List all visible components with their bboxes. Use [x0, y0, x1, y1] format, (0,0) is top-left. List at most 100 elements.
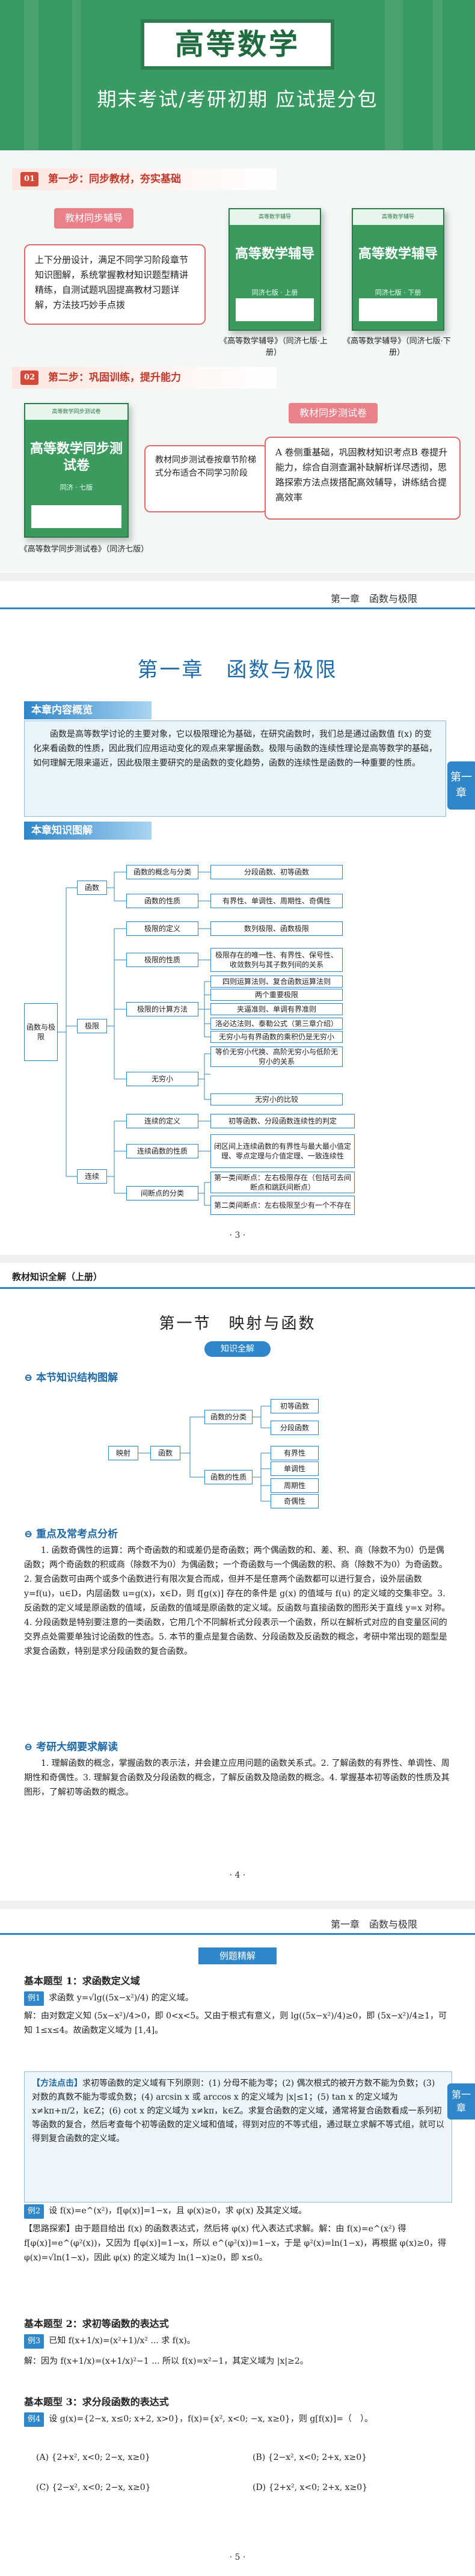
guide-description: 上下分册设计，满足不同学习阶段章节知识图解，系统掌握教材知识题型精讲精练，自测试… — [24, 244, 206, 325]
chapter-mind-map: 函数与极限 函数 极限 连续 函数的概念与分类 函数的性质 分段函数、初等函数 … — [24, 846, 445, 1219]
subheading-requirements-text: 考研大纲要求解读 — [36, 1741, 118, 1753]
book3-cover-panel — [31, 505, 121, 528]
book2-top: 高等数学辅导 — [353, 209, 443, 225]
map-branch-limit: 极限 — [77, 1019, 107, 1033]
example4-text: 设 g(x)={2−x, x≤0; x+2, x>0}，f(x)={x², x<… — [49, 2414, 373, 2424]
tag-textbook-guide: 教材同步辅导 — [54, 208, 134, 229]
step1-ribbon: 01 第一步：同步教材，夯实基础 — [12, 168, 277, 190]
page-divider-1 — [0, 573, 475, 581]
map-leaf: 夹逼准则、单调有界准则 — [210, 1003, 343, 1015]
step2-number: 02 — [20, 370, 38, 385]
page4-header-rule — [0, 1287, 475, 1289]
subheading-structure-text: 本节知识结构图解 — [36, 1372, 118, 1384]
type3-heading: 基本题型 3：求分段函数的表达式 — [24, 2396, 169, 2408]
test-points: A 卷侧重基础，巩固教材知识考点B 卷提升能力，综合自测查漏补缺解析详尽透彻，思… — [265, 437, 461, 520]
map-branch-function: 函数 — [77, 881, 107, 895]
page-divider-2 — [0, 1255, 475, 1263]
page4-number: · 4 · — [229, 1871, 246, 1880]
step1-label: 第一步：同步教材，夯实基础 — [48, 173, 181, 185]
option-a: (A) {2+x², x<0; 2−x, x≥0} — [36, 2453, 151, 2462]
book1-cover-panel — [236, 298, 314, 321]
subheading-analysis: ⊖ 重点及常考点分析 — [24, 1525, 118, 1540]
section-map: 映射 函数 函数的分类 函数的性质 初等函数 分段函数 有界性 单调性 周期性 … — [108, 1393, 361, 1513]
map-leaf: 洛必达法则、泰勒公式（第三章介绍） — [210, 1018, 343, 1030]
map-leaf: 有界性、单调性、周期性、奇偶性 — [210, 894, 343, 908]
example3-text: 已知 f(x+1/x)=(x²+1)/x² ... 求 f(x)。 — [49, 2336, 195, 2346]
section-map-connectors — [138, 1406, 271, 1502]
map-leaf: 等价无穷小代换、高阶无穷小与低阶无穷小的关系 — [210, 1047, 343, 1067]
page-3: 第一章 函数与极限 第一章 函数与极限 本章内容概览 函数是高等数学讨论的主要对… — [0, 581, 475, 1255]
book2-title: 高等数学辅导 — [358, 246, 438, 262]
book-guide-vol2: 高等数学辅导 高等数学辅导 同济七版 · 下册 — [352, 208, 444, 331]
map-leaf: 有界性 — [271, 1446, 319, 1460]
caption-book1: 《高等数学辅导》（同济七版·上册） — [219, 337, 328, 357]
map-node: 连续函数的性质 — [126, 1144, 198, 1158]
option-c: (C) {2−x², x<0; 2−x, x≥0} — [36, 2483, 151, 2492]
example4-label: 例4 — [24, 2412, 44, 2427]
step2-label: 第二步：巩固训练，提升能力 — [48, 372, 181, 384]
map-leaf: 无穷小的比较 — [210, 1093, 343, 1105]
circle-arrow-icon: ⊖ — [24, 1372, 37, 1384]
map-node: 函数的性质 — [204, 1470, 253, 1484]
requirements-text: 1. 理解函数的概念，掌握函数的表示法，并会建立应用问题的函数关系式。2. 了解… — [24, 1759, 450, 1797]
hero-banner: 高等数学 期末考试/考研初期 应试提分包 — [0, 0, 475, 150]
circle-arrow-icon: ⊖ — [24, 1741, 37, 1753]
option-b: (B) {2−x², x<0; 2+x, x≥0} — [253, 2453, 367, 2462]
section-title: 第一节 映射与函数 — [159, 1315, 316, 1333]
map-leaf: 两个重要极限 — [210, 989, 343, 1001]
book3-title: 高等数学同步测试卷 — [29, 441, 123, 473]
map-leaf: 分段函数 — [271, 1421, 319, 1435]
method-box: 【方法点击】求初等函数的定义域有下列原则：(1) 分母不能为零；(2) 偶次根式… — [24, 2071, 452, 2203]
side-tab-chapter1[interactable]: 第一章 — [447, 761, 475, 810]
map-label: 本章知识图解 — [24, 822, 152, 840]
page5-running-header: 第一章 函数与极限 — [331, 1919, 418, 1930]
example3-label: 例3 — [24, 2334, 44, 2349]
map-node: 无穷小 — [126, 1072, 198, 1086]
map-leaf: 闭区间上连续函数的有界性与最大最小值定理、零点定理与介值定理、一致连续性 — [210, 1134, 355, 1168]
example3: 例3 已知 f(x+1/x)=(x²+1)/x² ... 求 f(x)。 — [24, 2334, 451, 2349]
page3-number: · 3 · — [229, 1231, 246, 1240]
example3-solution: 解：因为 f(x+1/x)=(x+1/x)²−1 ... 所以 f(x)=x²−… — [24, 2356, 308, 2366]
example2-label: 例2 — [24, 2204, 44, 2219]
method-label: 【方法点击】 — [32, 2079, 82, 2088]
overview-label: 本章内容概览 — [24, 701, 152, 719]
page5-number: · 5 · — [229, 2553, 246, 2562]
type2-heading: 基本题型 2：求初等函数的表达式 — [24, 2318, 169, 2329]
chapter-title: 第一章 函数与极限 — [137, 658, 338, 682]
map-node: 函数的概念与分类 — [126, 865, 198, 879]
subheading-requirements: ⊖ 考研大纲要求解读 — [24, 1738, 118, 1753]
option-d: (D) {2+x², x<0; 2+x, x≥0} — [253, 2483, 368, 2492]
example2: 例2 设 f(x)=e^(x²)，f[φ(x)]=1−x，且 φ(x)≥0，求 φ… — [24, 2204, 451, 2219]
promo-section: 01 第一步：同步教材，夯实基础 教材同步辅导 上下分册设计，满足不同学习阶段章… — [0, 150, 475, 571]
page4-running-header: 教材知识全解（上册） — [12, 1271, 103, 1282]
page-4: 教材知识全解（上册） 第一节 映射与函数 知识全解 ⊖ 本节知识结构图解 映射 … — [0, 1263, 475, 1901]
test-description: 教材同步测试卷按章节阶梯式分布适合不同学习阶段 — [144, 445, 268, 512]
book1-title: 高等数学辅导 — [234, 246, 314, 262]
type1-heading: 基本题型 1：求函数定义域 — [24, 1975, 140, 1987]
mind-map-connectors — [58, 871, 210, 1206]
map-leaf: 单调性 — [271, 1462, 319, 1476]
book3-sub: 同济 · 七版 — [60, 484, 93, 491]
page3-header-rule — [0, 607, 475, 609]
map-root: 函数与极限 — [24, 1003, 58, 1061]
map-leaf: 奇偶性 — [271, 1494, 319, 1508]
page5-header-rule — [0, 1933, 475, 1935]
example1-text: 求函数 y=√lg((5x−x²)/4) 的定义域。 — [49, 1993, 194, 2003]
side-tab-chapter1-page5[interactable]: 第一章 — [447, 2083, 475, 2120]
example1: 例1 求函数 y=√lg((5x−x²)/4) 的定义域。 — [24, 1991, 451, 2006]
example2-solution: 【思路探索】由于题目给出 f(x) 的函数表达式，然后将 φ(x) 代入表达式求… — [24, 2224, 447, 2263]
map-node: 连续的定义 — [126, 1114, 198, 1128]
example2-text: 设 f(x)=e^(x²)，f[φ(x)]=1−x，且 φ(x)≥0，求 φ(x… — [49, 2206, 307, 2216]
page-divider-3 — [0, 1901, 475, 1909]
example1-label: 例1 — [24, 1991, 44, 2006]
book-test-papers: 高等数学同步测试卷 高等数学同步测试卷 同济 · 七版 — [24, 403, 129, 538]
hero-title: 高等数学 — [174, 28, 300, 61]
map-node: 函数的性质 — [126, 894, 198, 908]
circle-arrow-icon: ⊖ — [24, 1528, 37, 1540]
step1-number: 01 — [20, 172, 38, 186]
map-branch-continuity: 连续 — [77, 1169, 107, 1184]
book3-top: 高等数学同步测试卷 — [25, 404, 127, 420]
overview-text: 函数是高等数学讨论的主要对象，它以极限理论为基础，在研究函数时，我们总是通过函数… — [24, 721, 446, 817]
book2-sub: 同济七版 · 下册 — [375, 289, 421, 297]
